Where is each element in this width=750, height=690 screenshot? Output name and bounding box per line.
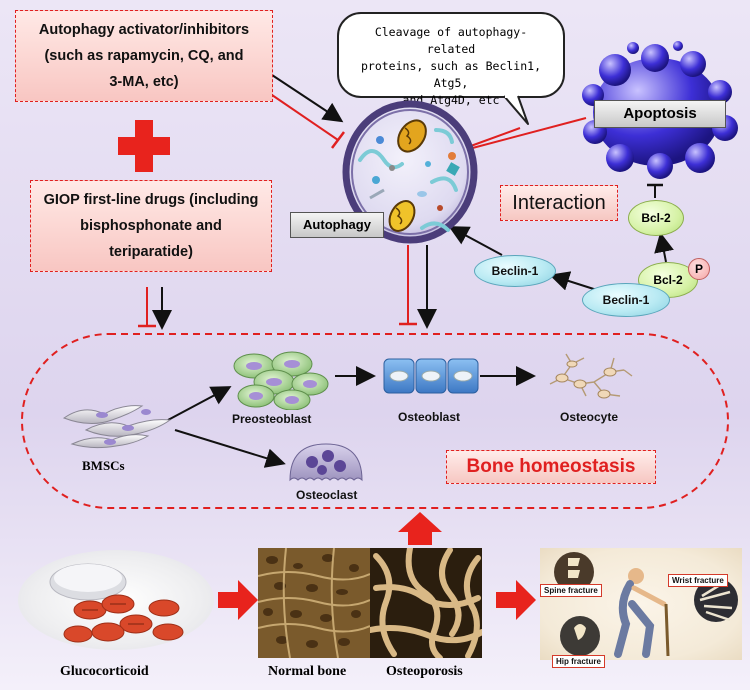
autophagy-modulator-box: Autophagy activator/inhibitors (such as … [15, 10, 273, 102]
beclin1-node-right: Beclin-1 [582, 283, 670, 317]
osteoporosis-to-homeostasis-arrow [398, 512, 442, 545]
pbcl2-to-bcl2-arrow [654, 232, 674, 263]
osteoblast-label: Osteoblast [398, 410, 461, 424]
bubble-line-1: Cleavage of autophagy-related [374, 25, 528, 56]
phosphate-badge: P [688, 258, 710, 280]
bubble-tail [503, 94, 529, 125]
giop-line-2: bisphosphonate and [80, 218, 222, 234]
osteoporosis-bone-image [370, 548, 482, 658]
apoptosis-label: Apoptosis [594, 100, 726, 128]
osteoclast-label: Osteoclast [296, 488, 358, 502]
giop-drugs-box: GIOP first-line drugs (including bisphos… [30, 180, 272, 272]
modulator-line-3: 3-MA, etc) [109, 74, 179, 90]
normal-bone-image [258, 548, 370, 658]
preosteoblast-label: Preosteoblast [232, 412, 312, 426]
bmscs-label: BMSCs [82, 458, 125, 473]
osteoclast-cell-icon [289, 443, 363, 482]
bmscs-to-osteoclast-arrow [174, 429, 286, 468]
glucocorticoid-label: Glucocorticoid [60, 664, 149, 679]
red-plus-icon [118, 120, 170, 172]
beclin-to-autophagy-arrow [448, 226, 503, 256]
normal-bone-label: Normal bone [268, 664, 347, 679]
activator-to-autophagy-inhibit [271, 94, 339, 141]
spine-fracture-tag: Spine fracture [540, 584, 602, 597]
activator-to-autophagy-arrow [271, 74, 344, 123]
preosteoblast-cells-icon [233, 351, 329, 410]
wrist-fracture-tag: Wrist fracture [668, 574, 728, 587]
modulator-line-1: Autophagy activator/inhibitors [38, 22, 250, 38]
osteoporosis-label: Osteoporosis [386, 664, 463, 679]
apoptosis-to-autophagy-inhibit [464, 117, 587, 151]
bubble-line-2: proteins, such as Beclin1, Atg5, [360, 59, 541, 90]
osteoporosis-to-fracture-arrow [496, 580, 536, 620]
hip-fracture-tag: Hip fracture [552, 655, 605, 668]
bone-homeostasis-label: Bone homeostasis [446, 450, 656, 484]
giop-line-3: teriparatide) [109, 244, 193, 260]
osteocyte-label: Osteocyte [560, 410, 619, 424]
glucocorticoid-pills-image [18, 550, 214, 650]
bcl2-node-top: Bcl-2 [628, 200, 684, 236]
interaction-label: Interaction [500, 185, 618, 221]
autophagosome-icon [342, 100, 478, 244]
bone-homeostasis-region [21, 333, 729, 509]
autophagy-label: Autophagy [290, 212, 384, 238]
bmscs-to-preosteoblast-arrow [167, 386, 232, 421]
osteocyte-cells-icon [549, 353, 633, 399]
modulator-line-2: (such as rapamycin, CQ, and [44, 48, 244, 64]
bmscs-cells-icon [62, 405, 172, 449]
beclin1-node-left: Beclin-1 [474, 255, 556, 287]
giop-line-1: GIOP first-line drugs (including [43, 192, 259, 208]
protein-cleavage-bubble: Cleavage of autophagy-related proteins, … [337, 12, 565, 107]
fracture-illustration [540, 548, 742, 660]
osteoblast-cells-icon [383, 358, 479, 394]
glucocorticoid-to-bone-arrow [218, 580, 258, 620]
